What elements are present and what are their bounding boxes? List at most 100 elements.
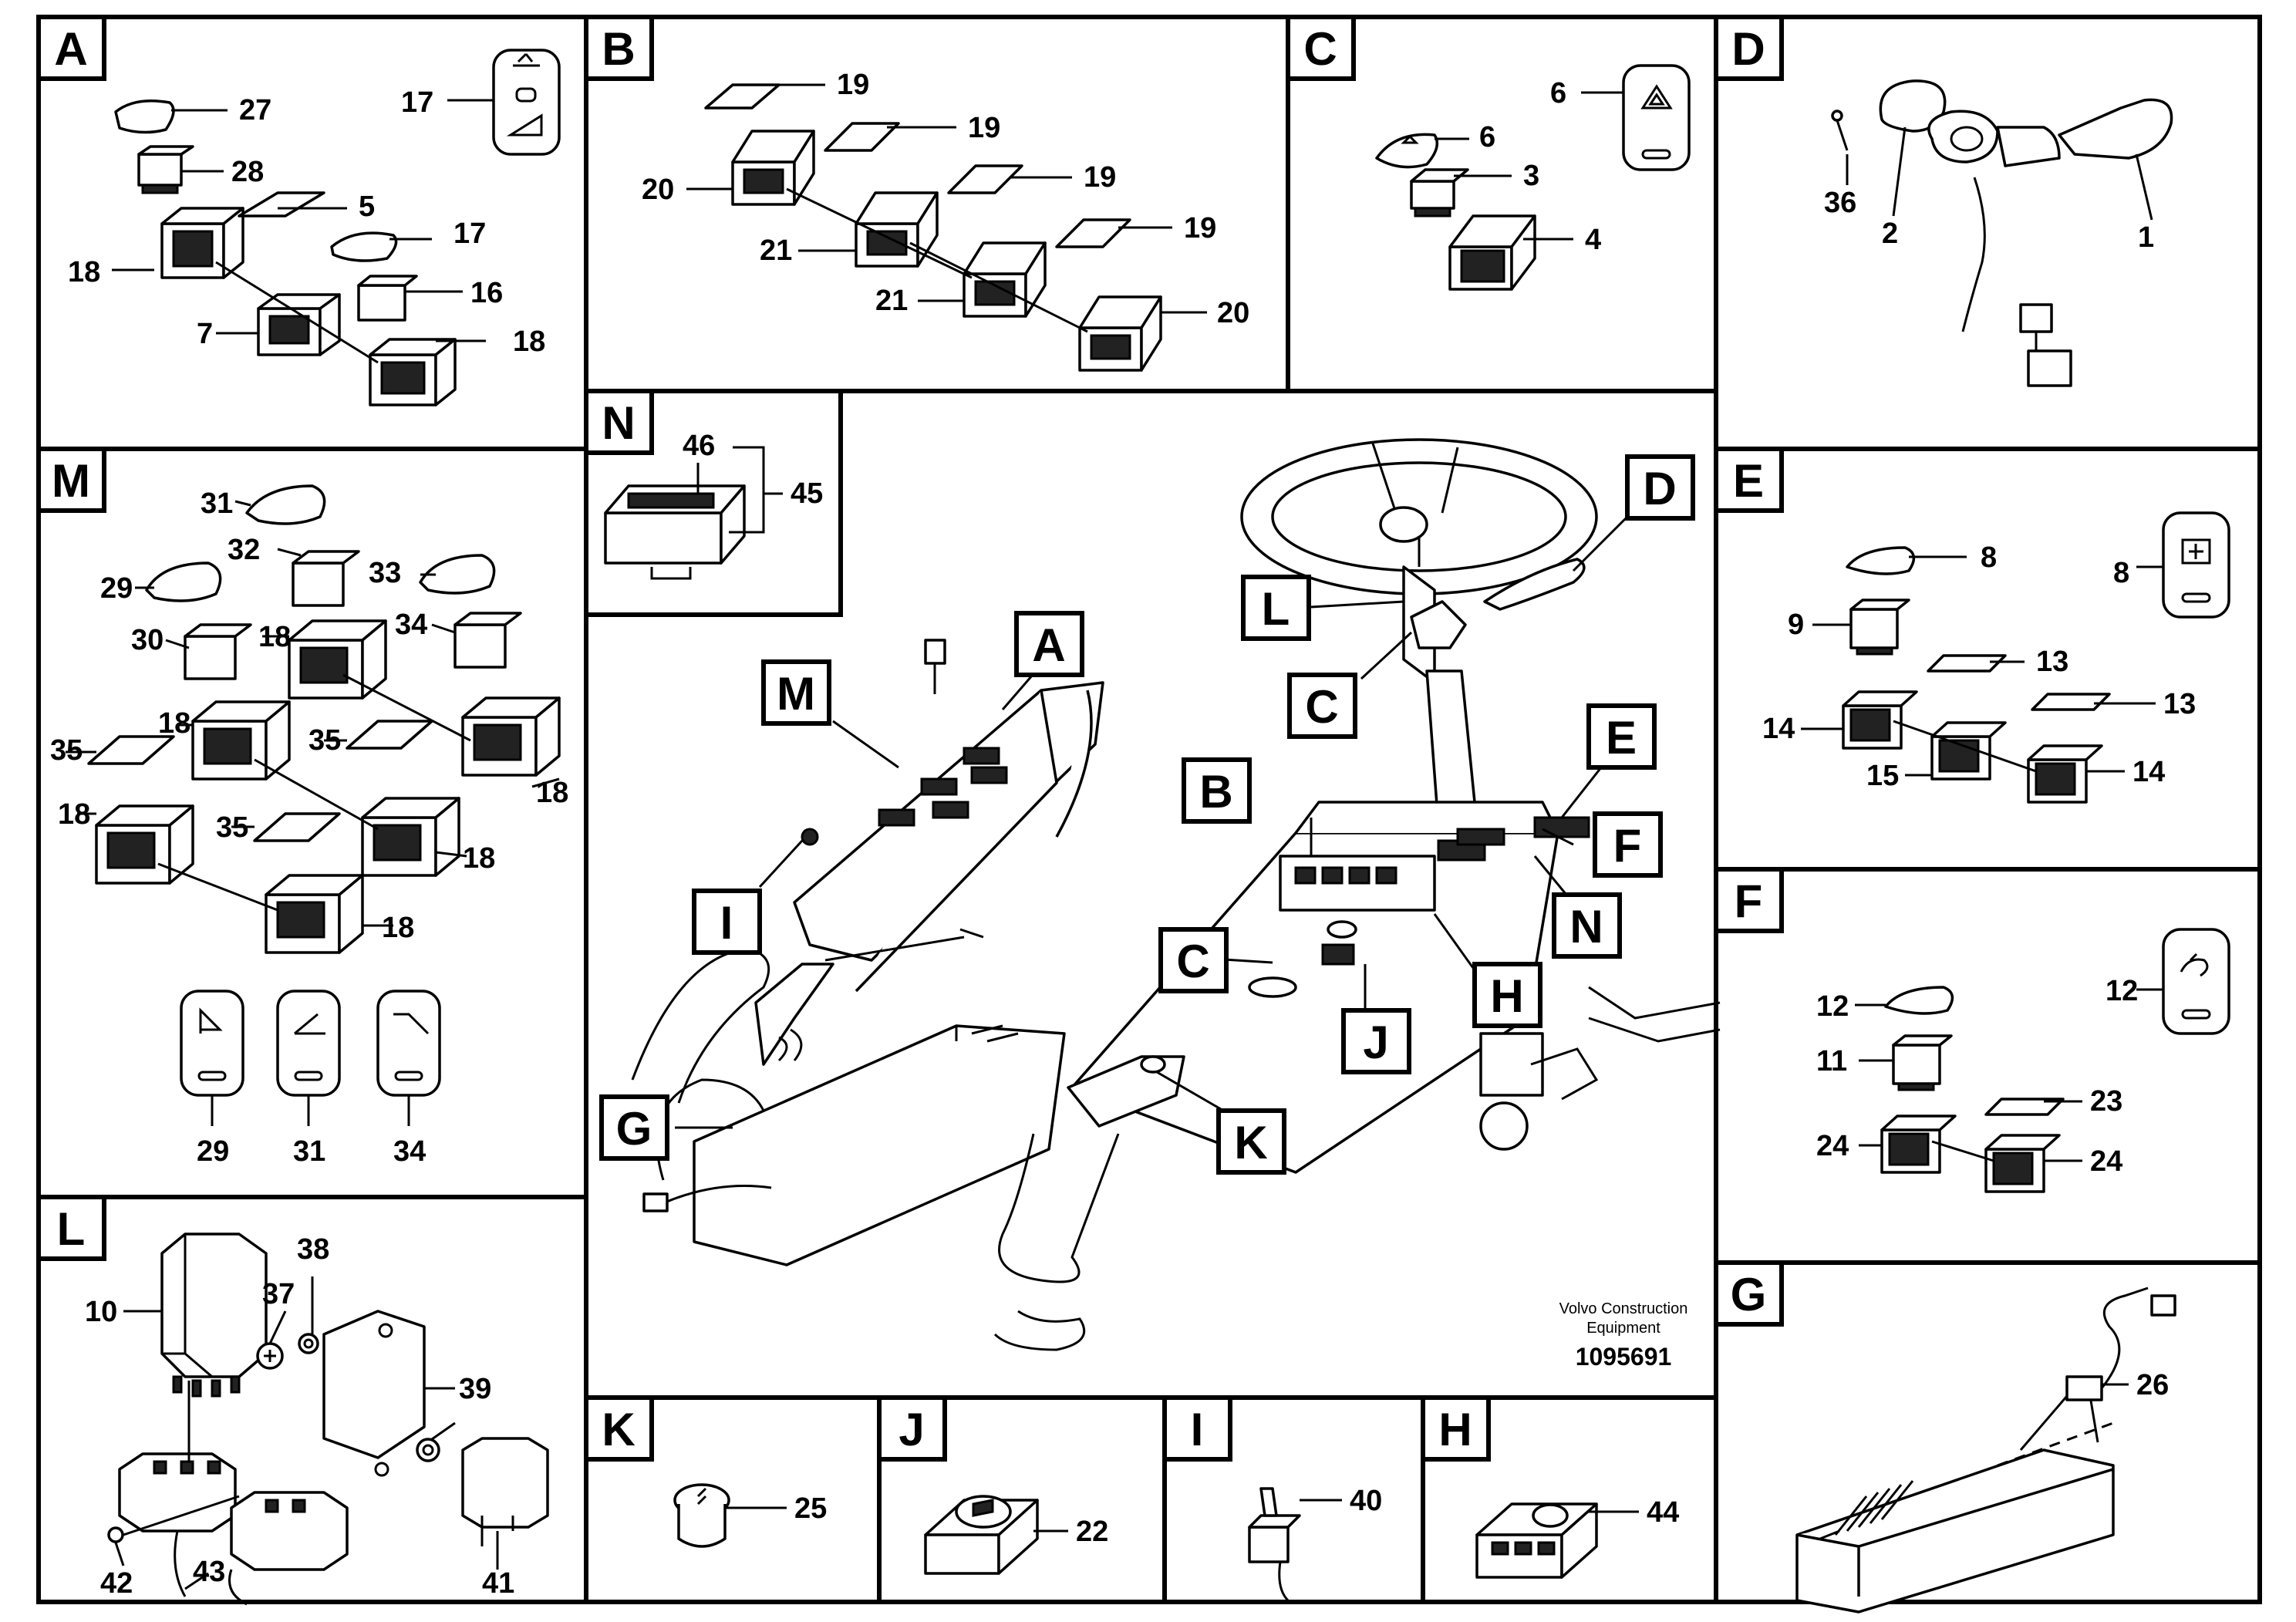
part-number-label: 29 (197, 1135, 229, 1168)
part-number-label: 27 (239, 94, 271, 126)
part-number-label: 43 (193, 1556, 225, 1588)
part-number-label: 28 (231, 156, 264, 188)
overview-callout-g: G (599, 1094, 669, 1161)
part-number-label: 13 (2036, 646, 2068, 678)
part-number-label: 25 (794, 1492, 827, 1525)
callout-letter: D (1643, 463, 1676, 514)
callout-letter: C (1305, 681, 1338, 733)
part-number-label: 31 (293, 1135, 325, 1168)
panel-m-illustration: 31 32 33 29 30 18 34 18 35 35 18 18 35 1… (50, 484, 568, 1168)
panel-letter-tags: A B C D M N E F G L K J I H (36, 15, 1784, 1462)
panel-tag-e: E (1714, 447, 1784, 513)
callout-letter: E (1606, 712, 1637, 764)
panel-tag-l: L (36, 1195, 106, 1261)
panel-tag-g: G (1714, 1260, 1784, 1327)
callout-letter: D (1731, 23, 1765, 75)
part-number-label: 31 (201, 487, 233, 520)
panel-tag-f: F (1714, 867, 1784, 933)
part-number-label: 18 (536, 777, 568, 809)
overview-callout-i: I (692, 889, 762, 955)
part-number-label: 18 (382, 912, 414, 944)
part-number-label: 32 (228, 534, 260, 566)
overview-callout-j: J (1341, 1008, 1411, 1074)
callout-letter: H (1438, 1404, 1472, 1455)
part-number-label: 35 (216, 811, 248, 844)
callout-letter: K (602, 1404, 635, 1455)
panel-f-illustration: 12 12 11 23 24 24 (1816, 928, 2230, 1193)
callout-letter: C (1303, 23, 1337, 75)
part-number-label: 5 (359, 191, 375, 223)
part-number-label: 19 (837, 69, 869, 101)
overview-callout-k: K (1216, 1108, 1286, 1175)
callout-letter: N (602, 397, 635, 449)
callout-letter: L (57, 1203, 86, 1255)
panel-d-illustration: 36 2 1 (1824, 79, 2173, 387)
part-number-label: 6 (1479, 121, 1495, 153)
callout-letter: E (1733, 455, 1764, 507)
part-number-label: 12 (1816, 990, 1849, 1023)
part-number-label: 10 (85, 1296, 117, 1328)
callout-letter: K (1234, 1117, 1267, 1168)
part-number-label: 16 (470, 277, 503, 309)
part-number-label: 20 (1217, 297, 1249, 329)
callout-letter: G (616, 1103, 652, 1155)
panel-tag-n: N (584, 389, 654, 455)
part-number-label: 34 (395, 609, 427, 641)
panel-tag-a: A (36, 15, 106, 81)
part-number-label: 41 (482, 1567, 514, 1600)
panel-tag-h: H (1421, 1395, 1491, 1462)
callout-letter: H (1490, 970, 1523, 1022)
part-number-label: 44 (1647, 1496, 1679, 1529)
part-number-label: 35 (50, 734, 83, 767)
panel-k-illustration: 25 (673, 1483, 827, 1548)
part-number-label: 15 (1866, 760, 1899, 792)
callout-letter: M (52, 455, 90, 507)
panel-tag-d: D (1714, 15, 1784, 81)
callout-letter: F (1735, 875, 1763, 927)
part-number-label: 4 (1585, 224, 1601, 256)
callout-letter: J (899, 1404, 924, 1455)
overview-callout-f: F (1593, 811, 1663, 878)
part-number-label: 1 (2138, 221, 2154, 254)
part-number-label: 21 (875, 285, 908, 317)
part-number-label: 22 (1076, 1516, 1108, 1548)
panel-c-illustration: 6 6 3 4 (1375, 64, 1691, 291)
part-number-label: 14 (1762, 713, 1795, 745)
manufacturer-name: Volvo Construction (1559, 1300, 1688, 1317)
part-number-label: 42 (100, 1567, 133, 1600)
overview-callout-c-lower: C (1158, 927, 1229, 993)
panel-i-illustration: 40 (1248, 1485, 1382, 1602)
panel-l-illustration: 38 10 37 39 42 43 41 (85, 1233, 549, 1606)
part-number-label: 17 (401, 86, 433, 119)
part-number-label: 36 (1824, 187, 1856, 219)
panel-tag-c: C (1286, 15, 1356, 81)
part-number-label: 12 (2106, 975, 2138, 1007)
callout-letter: M (777, 668, 815, 720)
part-number-label: 9 (1788, 609, 1804, 641)
panel-a-illustration: 27 17 28 5 17 18 16 7 18 (68, 49, 561, 406)
panel-g-illustration: 26 (1795, 1286, 2176, 1614)
overview-callout-c-upper: C (1287, 673, 1357, 739)
panel-h-illustration: 44 (1475, 1496, 1679, 1579)
part-number-label: 24 (1816, 1130, 1849, 1162)
panel-tag-j: J (877, 1395, 947, 1462)
panel-tag-b: B (584, 15, 654, 81)
callout-letter: F (1613, 820, 1642, 872)
part-number-label: 3 (1523, 160, 1539, 192)
part-number-label: 2 (1882, 218, 1898, 250)
part-number-label: 24 (2090, 1145, 2122, 1178)
callout-letter: I (720, 897, 733, 949)
callout-letter: I (1191, 1404, 1204, 1455)
part-number-label: 14 (2132, 756, 2165, 788)
callout-letter: J (1363, 1017, 1388, 1068)
part-number-label: 18 (513, 325, 545, 358)
part-number-label: 34 (393, 1135, 426, 1168)
panel-tag-k: K (584, 1395, 654, 1462)
part-number-label: 18 (68, 256, 100, 288)
manufacturer-name-line2: Equipment (1586, 1320, 1660, 1337)
part-number-label: 11 (1816, 1045, 1847, 1077)
part-number-label: 35 (308, 724, 341, 757)
overview-callout-n: N (1552, 892, 1622, 959)
part-number-label: 26 (2136, 1369, 2169, 1401)
part-number-label: 46 (683, 430, 715, 462)
